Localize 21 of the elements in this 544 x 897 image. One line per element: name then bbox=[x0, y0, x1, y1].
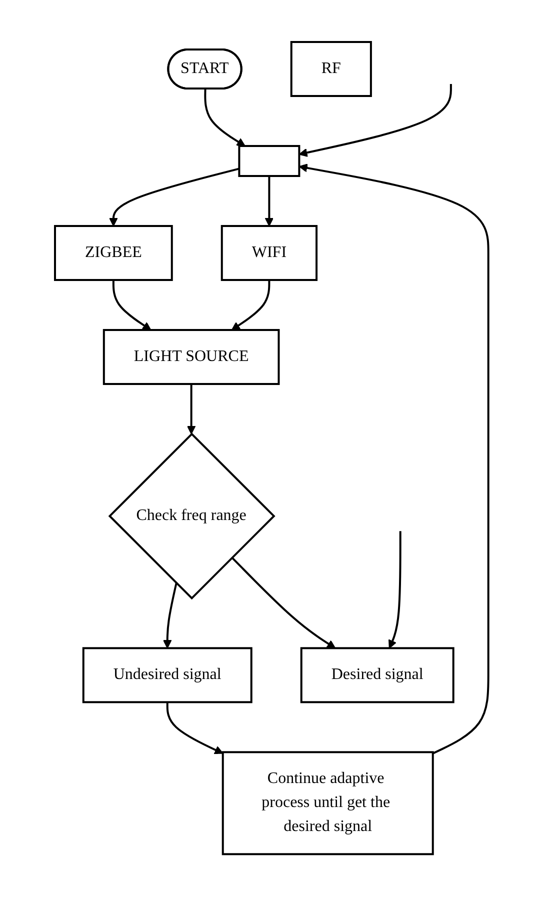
node-box: ZIGBEE bbox=[54, 225, 174, 282]
arrow bbox=[112, 280, 152, 331]
arrow bbox=[232, 557, 336, 649]
arrow bbox=[187, 384, 196, 435]
node-box: Desired signal bbox=[300, 648, 455, 704]
arrow bbox=[109, 168, 240, 227]
arrow bbox=[299, 164, 490, 755]
node-box bbox=[238, 145, 301, 178]
arrow bbox=[299, 84, 452, 158]
node-diamond: Check freq range bbox=[108, 433, 276, 600]
node-box: LIGHT SOURCE bbox=[103, 329, 280, 386]
arrow bbox=[163, 583, 178, 649]
arrow bbox=[204, 89, 246, 147]
node-box: RF bbox=[290, 41, 372, 98]
arrow bbox=[166, 702, 224, 754]
node-box: Undesired signal bbox=[82, 648, 253, 704]
arrow bbox=[232, 280, 271, 331]
arrow bbox=[265, 176, 274, 227]
node-box: WIFI bbox=[221, 225, 318, 282]
node-box: Continue adaptive process until get the desired signal bbox=[222, 752, 434, 856]
arrow bbox=[388, 532, 402, 649]
